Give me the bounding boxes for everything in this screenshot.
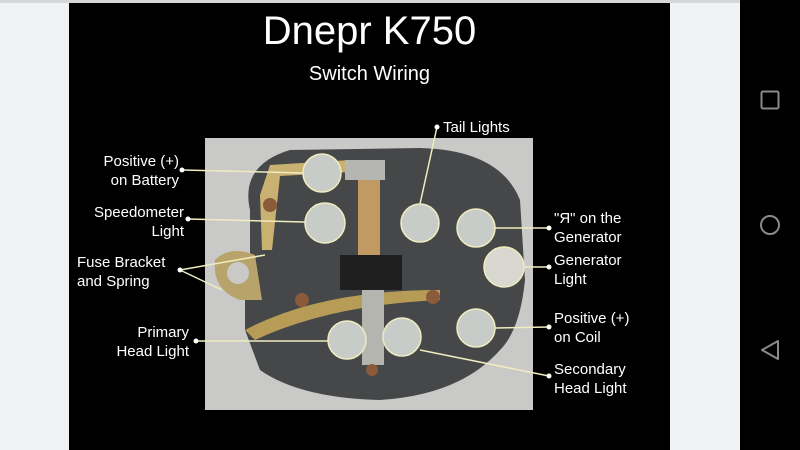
label-positive-coil: Positive (+) on Coil	[554, 309, 629, 347]
label-line: Secondary	[554, 361, 626, 378]
android-nav-bar	[740, 0, 800, 450]
label-line: Fuse Bracket	[77, 254, 166, 271]
switch-photo	[177, 124, 552, 410]
label-line: Speedometer	[93, 204, 184, 221]
image-viewer[interactable]: Dnepr K750 Switch Wiring Positive (+) on …	[69, 3, 670, 450]
label-fuse-bracket: Fuse Bracket and Spring	[77, 253, 165, 291]
leader-lines	[179, 126, 550, 377]
label-positive-battery: Positive (+) on Battery	[104, 152, 179, 190]
label-line: on Battery	[110, 172, 179, 189]
label-line: Generator	[554, 229, 622, 246]
status-strip	[0, 0, 740, 3]
label-line: and Spring	[77, 273, 150, 290]
left-margin	[0, 3, 69, 450]
label-line: "Я" on the	[554, 210, 622, 227]
diagram-title: Dnepr K750	[262, 9, 477, 53]
label-line: Head Light	[116, 343, 189, 360]
label-line: Light	[554, 271, 587, 288]
back-icon[interactable]	[760, 340, 780, 360]
label-line: on Coil	[554, 329, 601, 346]
terminal-circles	[302, 153, 525, 360]
label-line: Positive (+)	[554, 310, 630, 327]
recents-icon[interactable]	[760, 90, 780, 110]
home-icon[interactable]	[760, 215, 780, 235]
label-line: Light	[151, 223, 184, 240]
label-line: Head Light	[554, 380, 627, 397]
diagram-subtitle: Switch Wiring	[308, 63, 431, 85]
label-line: Primary	[137, 324, 189, 341]
label-tail-lights: Tail Lights	[443, 119, 510, 136]
label-line: Generator	[554, 252, 622, 269]
label-line: Positive (+)	[103, 153, 179, 170]
